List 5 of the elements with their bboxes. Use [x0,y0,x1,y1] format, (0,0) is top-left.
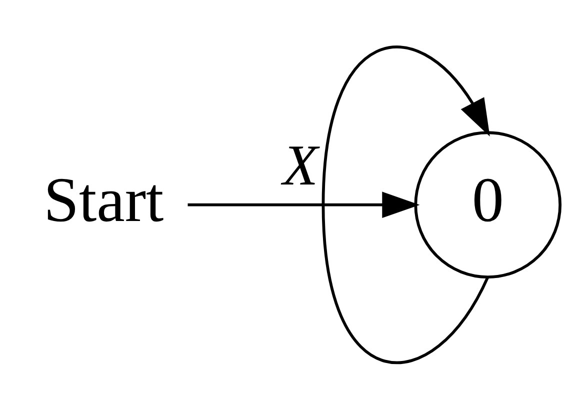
arrow [188,191,420,218]
node-circle: 0 [414,130,562,278]
edge-label: X [282,134,318,198]
arrow [322,45,490,364]
node-text: Start [44,164,164,235]
